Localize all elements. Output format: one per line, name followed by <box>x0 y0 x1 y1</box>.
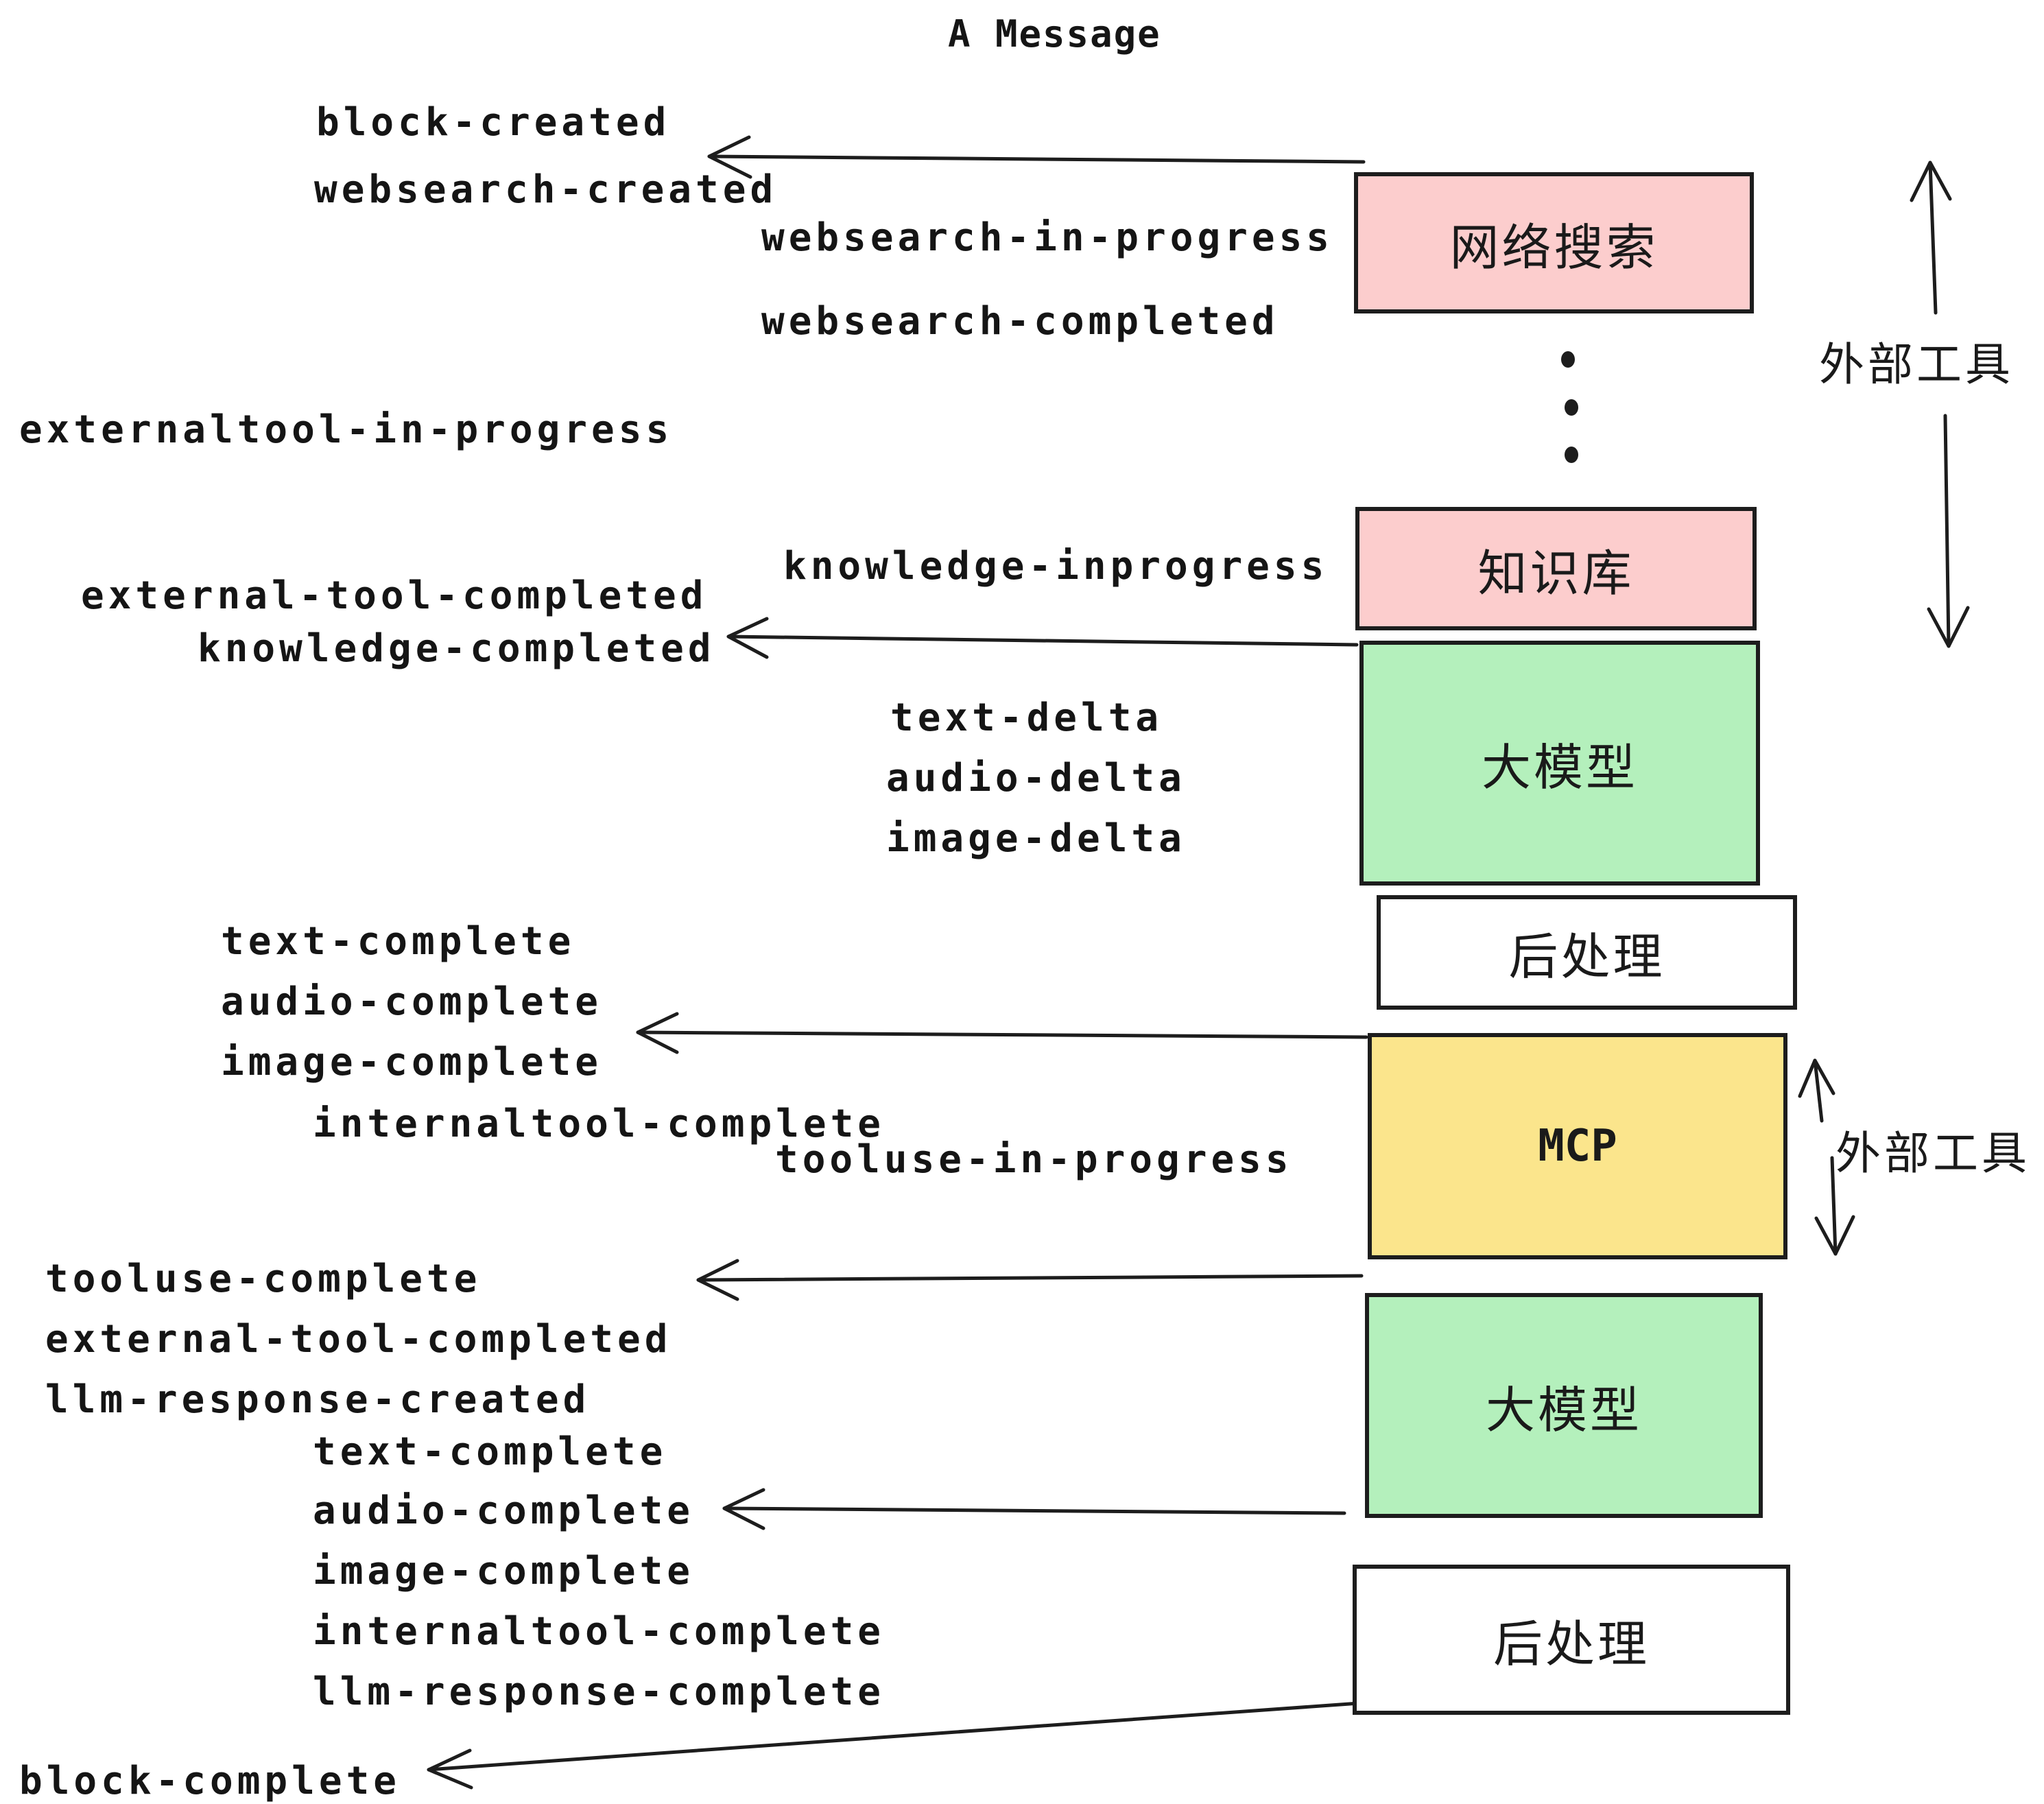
arrow-llm2-to-tooluse-complete <box>696 1259 1364 1301</box>
mcp-external-tools-down-arrow <box>1814 1156 1855 1256</box>
event-text-complete-2: text-complete <box>313 1429 667 1474</box>
event-internaltool-complete-1: internaltool-complete <box>313 1102 886 1146</box>
mcp-box: MCP <box>1368 1033 1787 1259</box>
external-tools-up-arrow <box>1910 161 1952 315</box>
event-knowledge-inprogress: knowledge-inprogress <box>783 544 1329 589</box>
arrow-llm2-to-audio-complete <box>722 1488 1346 1530</box>
event-websearch-created: websearch-created <box>314 167 778 212</box>
external-tools-label-top: 外部工具 <box>1819 339 2014 390</box>
postprocess-box-1: 后处理 <box>1377 895 1797 1010</box>
external-tools-label-mcp: 外部工具 <box>1835 1128 2030 1178</box>
websearch-box: 网络搜索 <box>1354 172 1754 313</box>
diagram-title: A Message <box>948 12 1161 56</box>
arrow-mcp-to-complete-group <box>636 1012 1368 1054</box>
arrow-websearch-to-created <box>707 135 1366 179</box>
event-externaltool-in-progress: externaltool-in-progress <box>19 407 674 452</box>
event-external-tool-completed-2: external-tool-completed <box>45 1317 672 1362</box>
knowledge-base-box-label: 知识库 <box>1477 546 1635 602</box>
vertical-ellipsis-icon <box>1561 351 1578 463</box>
llm-box-1: 大模型 <box>1359 641 1760 886</box>
llm-box-2: 大模型 <box>1365 1293 1763 1518</box>
event-llm-response-created: llm-response-created <box>45 1377 591 1422</box>
llm-box-1-label: 大模型 <box>1481 741 1638 796</box>
event-block-complete: block-complete <box>19 1759 401 1803</box>
event-llm-response-complete: llm-response-complete <box>313 1670 886 1714</box>
event-audio-delta-1: audio-delta <box>886 756 1186 800</box>
event-audio-complete-2: audio-complete <box>313 1488 695 1533</box>
llm-box-2-label: 大模型 <box>1485 1383 1642 1438</box>
postprocess-box-2: 后处理 <box>1353 1565 1790 1715</box>
mcp-box-label: MCP <box>1538 1121 1617 1172</box>
event-image-complete-2: image-complete <box>313 1549 695 1593</box>
event-websearch-completed: websearch-completed <box>761 299 1279 344</box>
mcp-external-tools-up-arrow <box>1798 1058 1835 1123</box>
arrow-llm1-to-knowledge-completed <box>726 617 1359 659</box>
event-image-complete-1: image-complete <box>221 1040 603 1084</box>
event-audio-complete-1: audio-complete <box>221 980 603 1024</box>
arrow-post2-to-block-complete <box>427 1700 1371 1790</box>
postprocess-box-1-label: 后处理 <box>1508 930 1665 985</box>
event-text-complete-1: text-complete <box>221 919 575 964</box>
event-external-tool-completed: external-tool-completed <box>81 573 708 618</box>
event-tooluse-in-progress: tooluse-in-progress <box>775 1137 1293 1182</box>
event-image-delta-1: image-delta <box>886 816 1186 861</box>
websearch-box-label: 网络搜索 <box>1449 220 1659 276</box>
event-block-created: block-created <box>316 100 671 145</box>
event-internaltool-complete-2: internaltool-complete <box>313 1609 886 1654</box>
event-websearch-in-progress: websearch-in-progress <box>761 215 1334 260</box>
event-tooluse-complete: tooluse-complete <box>45 1257 482 1301</box>
knowledge-base-box: 知识库 <box>1355 507 1757 630</box>
event-text-delta-1: text-delta <box>890 696 1163 740</box>
event-knowledge-completed: knowledge-completed <box>198 626 715 671</box>
postprocess-box-2-label: 后处理 <box>1493 1617 1650 1672</box>
external-tools-down-arrow <box>1927 414 1970 648</box>
